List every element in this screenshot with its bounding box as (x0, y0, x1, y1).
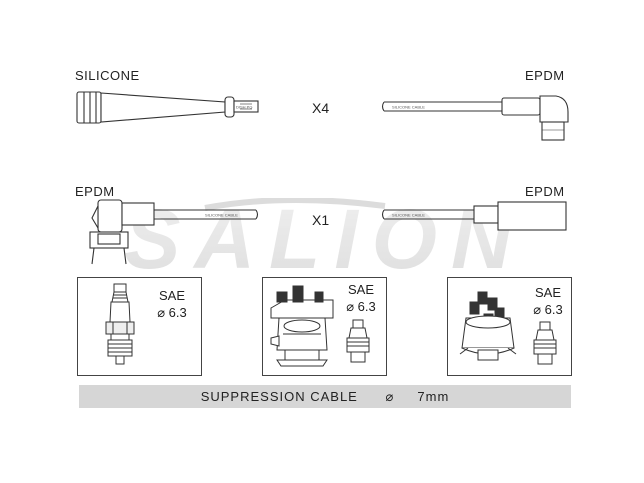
watermark-text: SALION (124, 198, 525, 278)
cable-print-row1-right: SILICONE CABLE (392, 105, 425, 110)
silicone-label: SILICONE (75, 68, 140, 83)
epdm-label-mid-left: EPDM (75, 184, 115, 199)
banner-diameter: 7mm (417, 389, 450, 404)
spec-sae-1: SAE (158, 288, 185, 303)
spec-diameter-1: ⌀ 6.3 (157, 305, 187, 320)
angled-boot-icon (381, 95, 569, 141)
straight-epdm-boot-icon (381, 201, 567, 231)
angled-terminal-boot-icon (89, 199, 259, 265)
spec-diameter-2: ⌀ 6.3 (346, 299, 376, 314)
distributor-cap-icon (459, 291, 557, 365)
cable-print-row2-left: SILICONE CABLE (205, 213, 238, 218)
diameter-symbol: ⌀ (385, 388, 395, 404)
cable-print-row2-right: SILICONE CABLE (392, 213, 425, 218)
cable-print-row1-left: DISH PG (236, 105, 252, 110)
spark-plug-icon (105, 283, 135, 365)
panel-distributor-cap: SAE ⌀ 6.3 (447, 277, 572, 376)
multiplier-x1: X1 (312, 212, 330, 228)
suppression-cable-banner: SUPPRESSION CABLE ⌀ 7mm (79, 385, 571, 408)
panel-ignition-coil: SAE ⌀ 6.3 (262, 277, 387, 376)
panel-spark-plug: SAE ⌀ 6.3 (77, 277, 202, 376)
straight-boot-icon (76, 91, 259, 124)
ignition-coil-icon (270, 285, 370, 367)
brand-watermark: SALION (124, 198, 525, 278)
epdm-label-top-right: EPDM (525, 68, 565, 83)
epdm-label-mid-right: EPDM (525, 184, 565, 199)
spec-diameter-3: ⌀ 6.3 (533, 302, 563, 317)
spec-sae-3: SAE (534, 285, 561, 300)
banner-text: SUPPRESSION CABLE (200, 389, 358, 404)
multiplier-x4: X4 (312, 100, 330, 116)
spec-sae-2: SAE (347, 282, 374, 297)
